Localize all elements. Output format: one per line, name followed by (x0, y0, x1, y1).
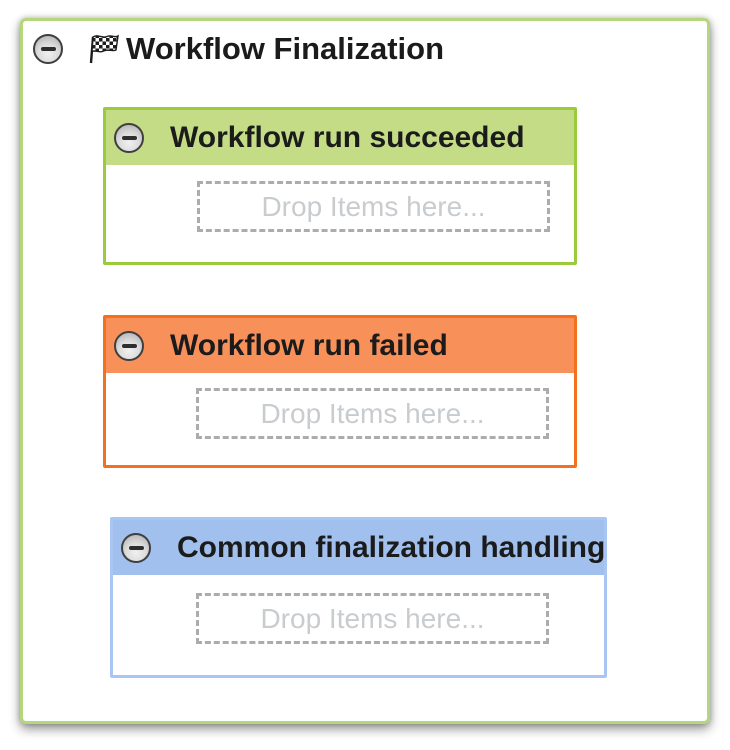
section-body: Drop Items here... (106, 373, 574, 465)
collapse-button[interactable] (114, 122, 144, 153)
section-header: Common finalization handling (113, 520, 606, 575)
drop-placeholder: Drop Items here... (260, 397, 485, 429)
checkered-flag-icon (89, 34, 119, 64)
section-workflow-run-succeeded: Workflow run succeeded Drop Items here..… (103, 107, 577, 265)
panel-title: Workflow Finalization (126, 31, 445, 66)
section-workflow-run-failed: Workflow run failed Drop Items here... (103, 315, 577, 468)
section-title: Workflow run failed (170, 328, 448, 362)
drop-placeholder: Drop Items here... (260, 602, 485, 634)
drop-zone[interactable]: Drop Items here... (196, 388, 549, 439)
drop-zone[interactable]: Drop Items here... (197, 181, 550, 232)
section-title: Workflow run succeeded (170, 120, 525, 154)
section-title: Common finalization handling (177, 530, 606, 564)
minus-icon (121, 135, 137, 140)
minus-icon (121, 343, 137, 348)
drop-placeholder: Drop Items here... (261, 190, 486, 222)
collapse-button[interactable] (114, 330, 144, 361)
collapse-button[interactable] (33, 34, 63, 64)
drop-zone[interactable]: Drop Items here... (196, 593, 549, 644)
section-common-finalization-handling: Common finalization handling Drop Items … (110, 517, 607, 678)
panel-header: Workflow Finalization (33, 30, 444, 68)
section-header: Workflow run succeeded (106, 110, 574, 165)
minus-icon (40, 47, 56, 51)
section-body: Drop Items here... (113, 575, 604, 675)
minus-icon (128, 545, 144, 550)
collapse-button[interactable] (121, 532, 151, 563)
section-body: Drop Items here... (106, 165, 574, 262)
workflow-finalization-panel: Workflow Finalization Workflow run succe… (20, 18, 710, 724)
section-header: Workflow run failed (106, 318, 574, 373)
